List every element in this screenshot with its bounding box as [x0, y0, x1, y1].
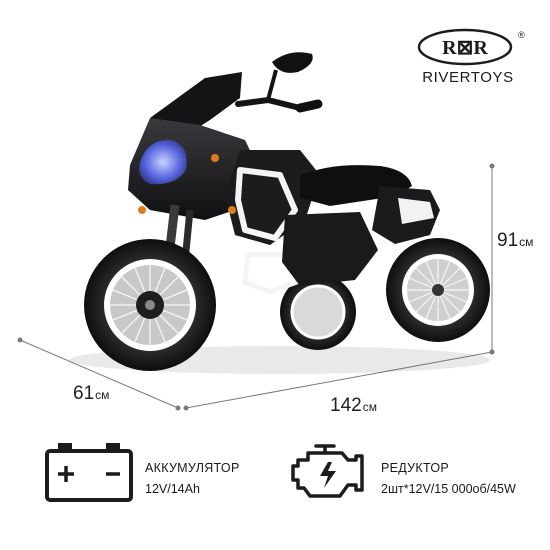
brand-name: RIVERTOYS	[422, 69, 514, 86]
battery-icon	[45, 443, 133, 502]
gearbox-value: 2шт*12V/15 000об/45W	[381, 482, 516, 496]
height-label: 91см	[497, 230, 533, 252]
gearbox-spec: РЕДУКТОР 2шт*12V/15 000об/45W	[381, 461, 516, 496]
width-unit: см	[95, 388, 110, 402]
width-label: 61см	[73, 383, 109, 405]
registered-mark: ®	[518, 30, 525, 40]
engine-icon	[291, 444, 364, 498]
brand-logo-text: R⊠R	[442, 37, 488, 59]
battery-value: 12V/14Ah	[145, 482, 200, 496]
front-wheel	[84, 239, 216, 371]
rear-wheel-near	[386, 238, 490, 342]
brand-block: R⊠R ® RIVERTOYS	[408, 26, 528, 86]
length-label: 142см	[330, 395, 377, 417]
brand-logo-icon: R⊠R ®	[417, 28, 525, 66]
dimension-lines	[17, 163, 495, 411]
battery-title: АККУМУЛЯТОР	[145, 461, 240, 475]
height-unit: см	[519, 235, 534, 249]
rear-wheel-far	[280, 274, 356, 350]
length-value: 142	[330, 395, 362, 416]
battery-spec: АККУМУЛЯТОР 12V/14Ah	[145, 461, 240, 496]
gearbox-title: РЕДУКТОР	[381, 461, 450, 475]
height-value: 91	[497, 230, 519, 251]
width-value: 61	[73, 383, 95, 404]
length-unit: см	[362, 400, 377, 414]
